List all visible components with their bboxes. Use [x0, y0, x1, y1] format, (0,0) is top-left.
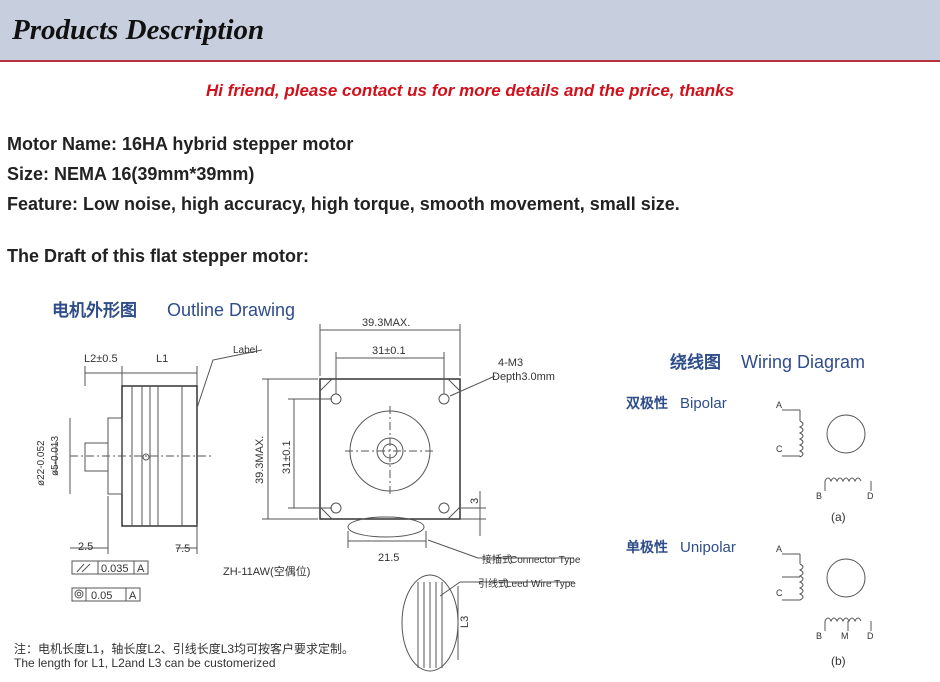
dim-l1: L1: [156, 353, 168, 365]
unipolar-pin-d: D: [867, 631, 874, 641]
connector-type-en: Connector Type: [510, 555, 581, 566]
front-view: [262, 324, 574, 672]
motor-name-line: Motor Name: 16HA hybrid stepper motor: [7, 134, 354, 154]
tol-ref-a2: A: [129, 590, 137, 602]
wiring-title-en: Wiring Diagram: [741, 352, 865, 372]
dim-shaft-dia: ø22-0.052: [36, 440, 47, 486]
side-view: [55, 349, 263, 602]
bipolar-pin-c: C: [776, 444, 783, 454]
unipolar-en: Unipolar: [680, 539, 736, 556]
bipolar-pin-b: B: [816, 491, 822, 501]
lead-wire-en: Leed Wire Type: [506, 579, 576, 590]
dim-4m3: 4-M3: [498, 357, 523, 369]
note-cn: 注：电机长度L1，轴长度L2、引线长度L3均可按客户要求定制。: [14, 641, 354, 656]
tol-perp: 0.035: [101, 563, 129, 575]
section-header: Products Description: [0, 0, 940, 62]
dim-shaft-d: ø5-0.013: [50, 436, 61, 476]
outline-title-en: Outline Drawing: [167, 300, 295, 320]
unipolar-pin-c: C: [776, 588, 783, 598]
dim-l2: L2±0.5: [84, 353, 118, 365]
contact-notice: Hi friend, please contact us for more de…: [205, 81, 735, 100]
wiring-unipolar: [782, 553, 872, 631]
dim-39-3-top: 39.3MAX.: [362, 317, 410, 329]
dim-21-5: 21.5: [378, 552, 399, 564]
feature-line: Feature: Low noise, high accuracy, high …: [7, 194, 680, 214]
unipolar-pin-a: A: [776, 544, 782, 554]
label-tag: Label: [233, 345, 257, 356]
size-line: Size: NEMA 16(39mm*39mm): [7, 164, 255, 184]
bipolar-en: Bipolar: [680, 395, 727, 412]
caption-b: (b): [831, 654, 846, 668]
tol-conc: 0.05: [91, 590, 112, 602]
dim-31-side: 31±0.1: [281, 440, 293, 474]
tol-ref-a: A: [137, 563, 145, 575]
bipolar-pin-a: A: [776, 400, 782, 410]
outline-title-cn: 电机外形图: [52, 300, 137, 320]
dim-3: 3: [469, 498, 481, 504]
connector-type-cn: 接插式: [482, 553, 512, 566]
dim-depth: Depth3.0mm: [492, 371, 555, 383]
unipolar-pin-b: B: [816, 631, 822, 641]
bipolar-pin-d: D: [867, 491, 874, 501]
section-title: Products Description: [12, 14, 265, 46]
wiring-title-cn: 绕线图: [670, 352, 721, 372]
motor-technical-drawing: 电机外形图 Outline Drawing L2±0.5 L1 Label ø2…: [14, 300, 874, 672]
note-en: The length for L1, L2and L3 can be custo…: [14, 656, 276, 670]
wiring-bipolar: [782, 409, 872, 491]
dim-39-3-side: 39.3MAX.: [254, 436, 266, 484]
draft-heading: The Draft of this flat stepper motor:: [7, 246, 310, 266]
connector-ref: ZH-11AW(空偶位): [223, 564, 310, 578]
lead-wire-cn: 引线式: [478, 577, 508, 590]
bipolar-cn: 双极性: [626, 395, 668, 411]
dim-7-5: 7.5: [175, 543, 190, 555]
caption-a: (a): [831, 510, 846, 524]
dim-2-5: 2.5: [78, 541, 93, 553]
unipolar-cn: 单极性: [626, 539, 668, 555]
dim-31-top: 31±0.1: [372, 345, 406, 357]
unipolar-pin-m: M: [841, 631, 849, 641]
dim-l3: L3: [459, 616, 471, 628]
